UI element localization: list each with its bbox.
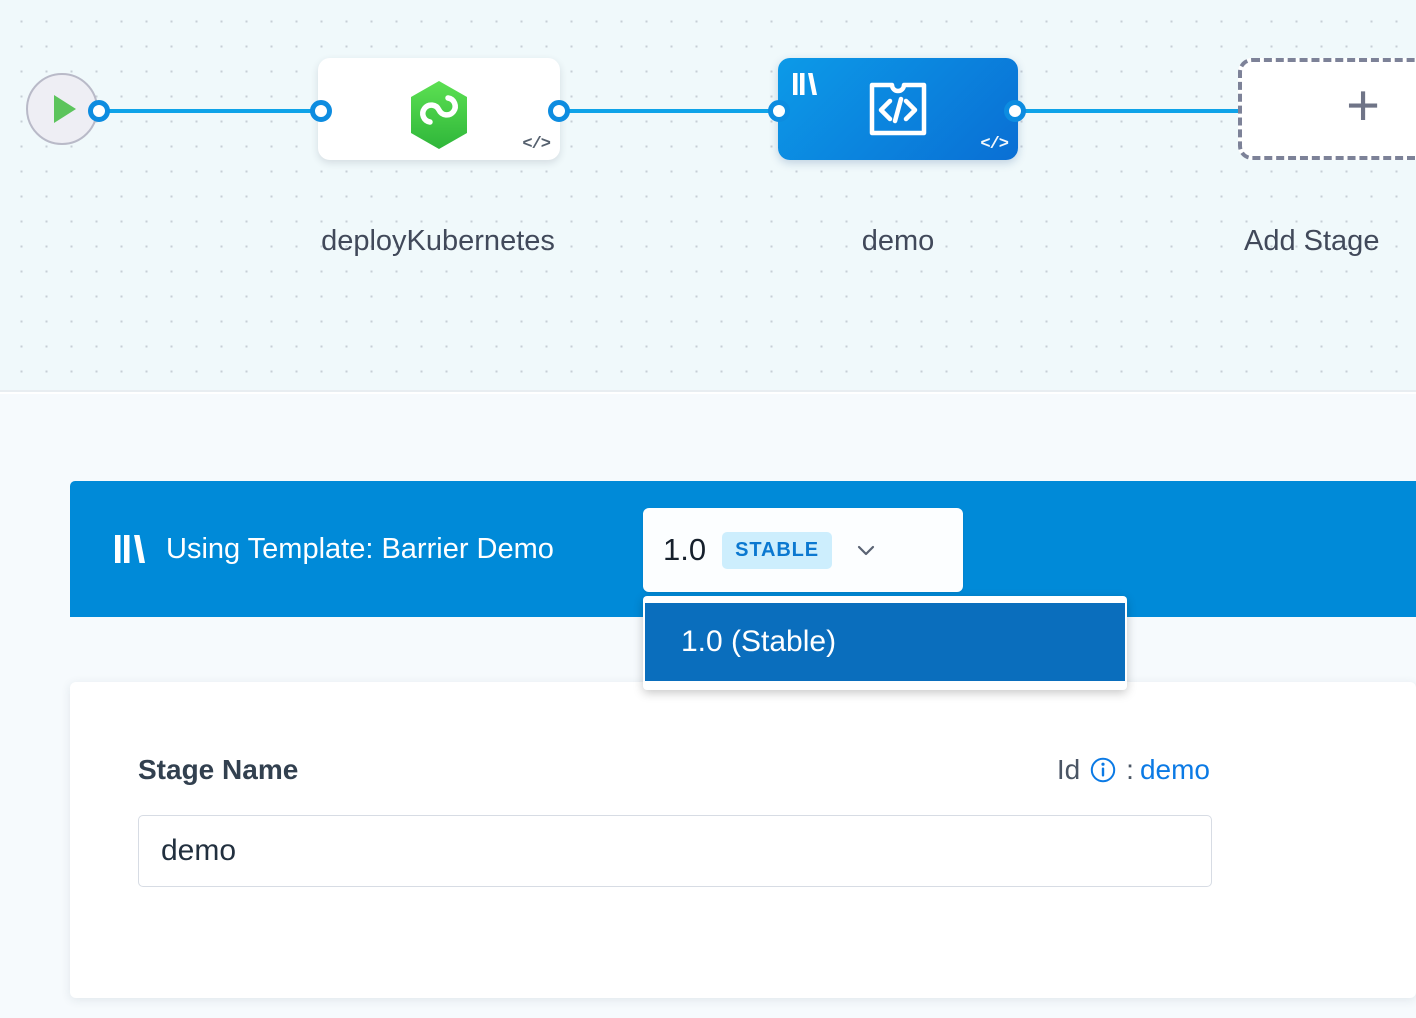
connector-line-2 bbox=[552, 109, 792, 113]
info-circle-icon[interactable] bbox=[1090, 757, 1116, 783]
code-badge-icon: </> bbox=[980, 135, 1009, 154]
stage-card-demo[interactable]: </> bbox=[778, 58, 1018, 160]
template-version-select[interactable]: 1.0 STABLE bbox=[643, 508, 963, 592]
connector-dot-deploy-in[interactable] bbox=[310, 100, 332, 122]
template-bars-icon bbox=[793, 73, 817, 95]
stage-card-deploy-kubernetes[interactable]: </> bbox=[318, 58, 560, 160]
stage-label-demo: demo bbox=[861, 225, 935, 257]
template-code-icon bbox=[869, 82, 927, 136]
connector-dot-start-out[interactable] bbox=[88, 100, 110, 122]
connector-line-3 bbox=[1002, 109, 1250, 113]
stage-name-label: Stage Name bbox=[138, 754, 299, 785]
chevron-down-icon[interactable] bbox=[854, 538, 878, 562]
version-value: 1.0 bbox=[663, 532, 707, 567]
stable-badge: STABLE bbox=[722, 531, 833, 569]
pipeline-canvas[interactable]: </> </> + deployKub bbox=[0, 0, 1416, 392]
stage-name-header-row: Stage Name Id : demo bbox=[138, 754, 1210, 786]
plus-icon: + bbox=[1346, 73, 1380, 138]
stage-id-value: demo bbox=[1139, 754, 1210, 785]
stage-label-deploy-kubernetes: deployKubernetes bbox=[321, 225, 555, 257]
start-node[interactable] bbox=[26, 73, 98, 145]
version-option-1-0-stable[interactable]: 1.0 (Stable) bbox=[645, 603, 1125, 681]
stage-id-row: Id : demo bbox=[1057, 754, 1210, 786]
connector-line-1 bbox=[96, 109, 328, 113]
connector-dot-demo-in[interactable] bbox=[768, 100, 790, 122]
add-stage-label: Add Stage bbox=[1244, 225, 1380, 257]
stage-name-input[interactable] bbox=[138, 815, 1212, 887]
play-icon bbox=[54, 95, 76, 123]
connector-dot-deploy-out[interactable] bbox=[548, 100, 570, 122]
add-stage-card[interactable]: + bbox=[1238, 58, 1416, 160]
code-badge-icon: </> bbox=[522, 135, 551, 154]
using-template-banner: Using Template: Barrier Demo bbox=[70, 481, 1416, 617]
using-template-label: Using Template: Barrier Demo bbox=[166, 532, 554, 565]
template-bars-icon bbox=[115, 535, 145, 563]
id-separator: : bbox=[1126, 754, 1134, 785]
id-label: Id bbox=[1056, 754, 1081, 785]
harness-hexagon-icon bbox=[411, 81, 467, 149]
version-dropdown-menu[interactable]: 1.0 (Stable) bbox=[643, 596, 1127, 690]
connector-dot-demo-out[interactable] bbox=[1004, 100, 1026, 122]
